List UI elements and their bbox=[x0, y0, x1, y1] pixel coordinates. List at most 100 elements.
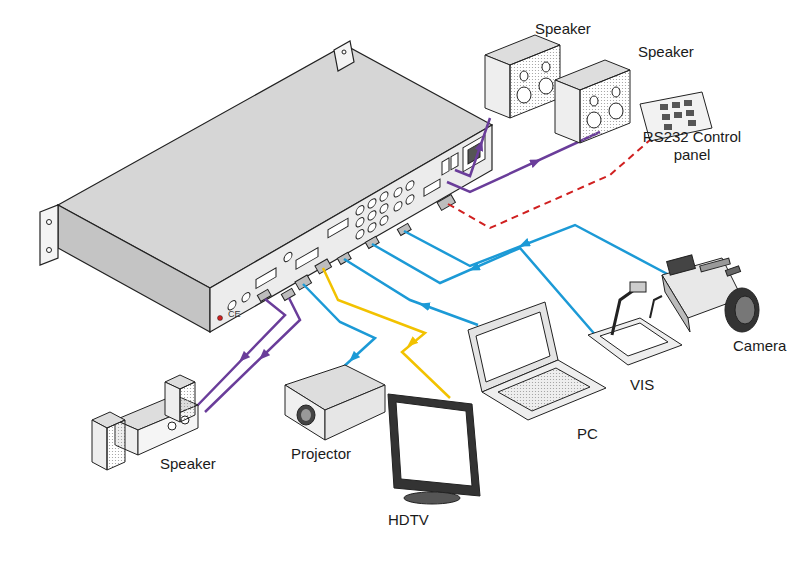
device-node: Camera bbox=[655, 250, 763, 340]
speaker-front bbox=[107, 420, 125, 470]
amplifier-knob bbox=[168, 422, 176, 430]
device-node: Speaker bbox=[555, 58, 633, 146]
panel-button bbox=[662, 114, 670, 120]
rca-jack bbox=[406, 193, 414, 206]
projector-front bbox=[285, 385, 325, 440]
speaker-terminal bbox=[451, 153, 458, 170]
rca-jack bbox=[356, 228, 364, 241]
panel-button bbox=[686, 110, 694, 116]
vis-lamp bbox=[650, 296, 662, 318]
laptop-keyboard bbox=[498, 368, 590, 411]
signal-arrow bbox=[240, 355, 246, 361]
vis-base bbox=[588, 318, 682, 365]
speaker-side bbox=[485, 55, 510, 118]
power-led bbox=[218, 316, 223, 321]
panel-mark: CE bbox=[228, 309, 241, 319]
device-node: Projector bbox=[280, 362, 388, 442]
cable-plug bbox=[257, 289, 271, 301]
rear-connectors bbox=[228, 134, 485, 315]
speaker-side bbox=[555, 80, 580, 143]
signal-arrow bbox=[420, 304, 427, 306]
rack-side bbox=[58, 205, 210, 332]
tv-frame bbox=[388, 394, 480, 496]
laptop-base bbox=[482, 360, 606, 420]
device-label: PC bbox=[577, 425, 598, 443]
panel-button bbox=[660, 104, 668, 110]
camera-handle bbox=[700, 258, 731, 272]
signal-arrow bbox=[350, 355, 356, 361]
speaker-driver bbox=[539, 78, 553, 94]
camera-side bbox=[662, 275, 690, 332]
vis-head bbox=[630, 282, 646, 292]
signal-arrow bbox=[260, 353, 266, 359]
ear-hole bbox=[47, 220, 52, 225]
device-node: VIS bbox=[585, 282, 685, 367]
vis-stage bbox=[600, 323, 668, 356]
rack-ear bbox=[334, 41, 354, 71]
speaker-wire bbox=[455, 118, 490, 176]
rca-jack bbox=[356, 204, 364, 217]
rca-jack bbox=[368, 197, 376, 210]
tv-screen bbox=[396, 402, 472, 486]
vis-arm bbox=[612, 290, 634, 335]
device-label: Speaker bbox=[535, 20, 591, 38]
hdmi-port bbox=[328, 218, 348, 238]
rca-jack bbox=[242, 291, 250, 304]
device-label: VIS bbox=[630, 376, 654, 394]
tv-stand bbox=[404, 492, 460, 504]
panel-button bbox=[674, 112, 682, 118]
signal-arrow bbox=[480, 141, 482, 147]
projector-lens bbox=[297, 405, 315, 425]
camera-mic bbox=[725, 266, 740, 276]
device-label: HDTV bbox=[388, 511, 429, 529]
projector-lens-glass bbox=[301, 409, 311, 421]
device-label: Speaker bbox=[638, 43, 694, 61]
speaker-driver bbox=[609, 103, 623, 119]
camera-lens-glass bbox=[735, 296, 755, 324]
speaker-wire bbox=[195, 299, 285, 408]
speaker-front bbox=[180, 382, 195, 422]
speaker-side bbox=[165, 382, 180, 422]
rca-jack bbox=[380, 214, 388, 227]
speaker-tweeter bbox=[542, 62, 550, 72]
speaker-front bbox=[580, 70, 630, 143]
ear-hole bbox=[47, 248, 52, 253]
rca-jack bbox=[394, 200, 402, 213]
signal-arrow bbox=[520, 243, 527, 246]
rs232-cable bbox=[448, 140, 650, 228]
db9-port bbox=[424, 179, 440, 196]
panel-button bbox=[672, 102, 680, 108]
projector-side bbox=[325, 385, 385, 440]
rca-jack bbox=[368, 221, 376, 234]
device-node: PC bbox=[468, 300, 608, 422]
rca-jack bbox=[368, 209, 376, 222]
signal-arrow bbox=[470, 267, 477, 270]
speaker-terminal bbox=[442, 158, 449, 175]
vga-port bbox=[256, 268, 276, 289]
speaker-tweeter bbox=[520, 71, 528, 81]
speaker-side bbox=[92, 420, 107, 470]
rack-ear bbox=[40, 205, 58, 265]
video-cable bbox=[404, 225, 688, 285]
rca-jack bbox=[394, 186, 402, 199]
device-label: Projector bbox=[291, 445, 351, 463]
device-node: HDTV bbox=[385, 390, 483, 505]
device-node: Speaker bbox=[485, 30, 563, 122]
speaker-front bbox=[510, 45, 560, 118]
signal-arrow bbox=[408, 340, 415, 346]
ear-hole bbox=[342, 50, 346, 54]
camera-lens bbox=[725, 288, 759, 332]
speaker-driver bbox=[517, 87, 531, 103]
device-label: Camera bbox=[733, 337, 786, 355]
vga-cable bbox=[344, 259, 478, 325]
rca-jack bbox=[406, 179, 414, 192]
speaker-tweeter bbox=[612, 87, 620, 97]
db9-plug bbox=[437, 195, 455, 211]
rca-jack bbox=[380, 190, 388, 203]
rca-jack bbox=[380, 202, 388, 215]
device-label: Speaker bbox=[160, 455, 216, 473]
